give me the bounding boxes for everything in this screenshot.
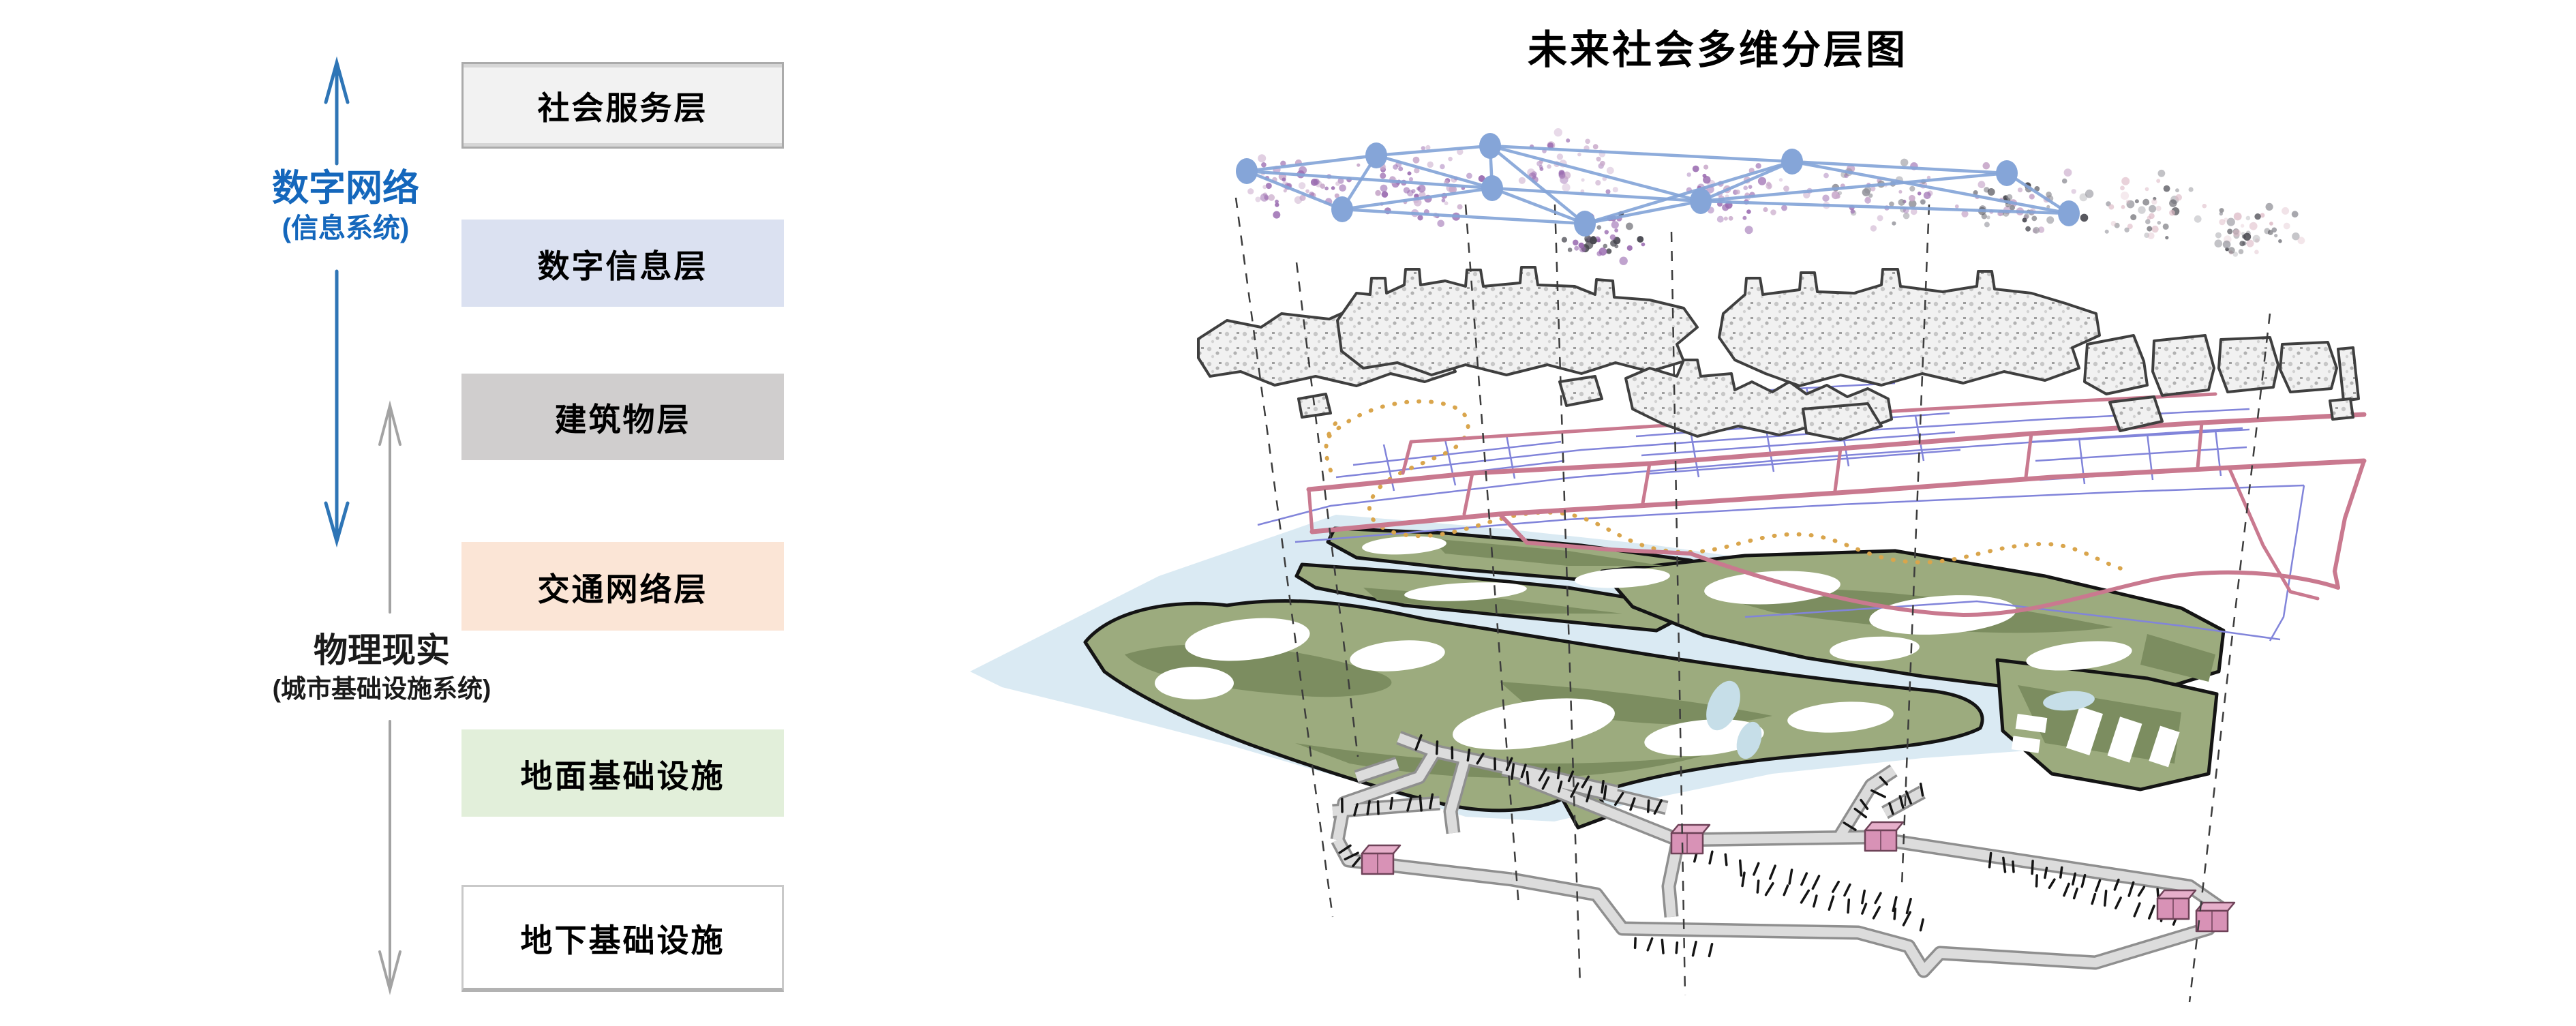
network-nodes xyxy=(1236,133,2080,237)
digital-network-layer xyxy=(1236,128,2305,265)
underground-infrastructure-layer xyxy=(1330,731,2236,978)
physical-axis-arrow xyxy=(378,400,401,995)
layer-box-underground-infrastructure: 地下基础设施 xyxy=(461,885,784,992)
arrow-down-head xyxy=(378,950,401,995)
data-point-cloud xyxy=(1247,128,2305,265)
pink-station-boxes xyxy=(1361,821,2236,933)
pink-roads xyxy=(1306,392,2367,618)
layer-box-buildings: 建筑物层 xyxy=(461,374,784,460)
arrow-up-head xyxy=(324,56,350,104)
layer-box-ground-infrastructure: 地面基础设施 xyxy=(461,729,784,817)
layer-box-transport-network: 交通网络层 xyxy=(461,542,784,631)
network-edges xyxy=(1246,144,2070,226)
digital-axis-arrow xyxy=(324,56,350,548)
physical-axis-sublabel: (城市基础设施系统) xyxy=(272,675,491,703)
digital-axis-sublabel: (信息系统) xyxy=(282,213,410,243)
orange-dotted-route xyxy=(1324,399,2132,573)
arrow-up-head xyxy=(378,400,401,446)
open-space-patches xyxy=(1155,536,2180,768)
buildings-layer xyxy=(1197,266,2360,441)
ponds xyxy=(1706,680,2095,759)
layer-box-digital-information: 数字信息层 xyxy=(461,220,784,307)
page-title: 未来社会多维分层图 xyxy=(1527,28,1908,72)
arrow-down-head xyxy=(324,501,350,548)
physical-axis-label: 物理现实 xyxy=(314,631,450,669)
digital-axis-label: 数字网络 xyxy=(272,168,419,209)
projection-dashed-lines xyxy=(1234,197,2271,1003)
layer-box-social-services: 社会服务层 xyxy=(461,62,784,149)
